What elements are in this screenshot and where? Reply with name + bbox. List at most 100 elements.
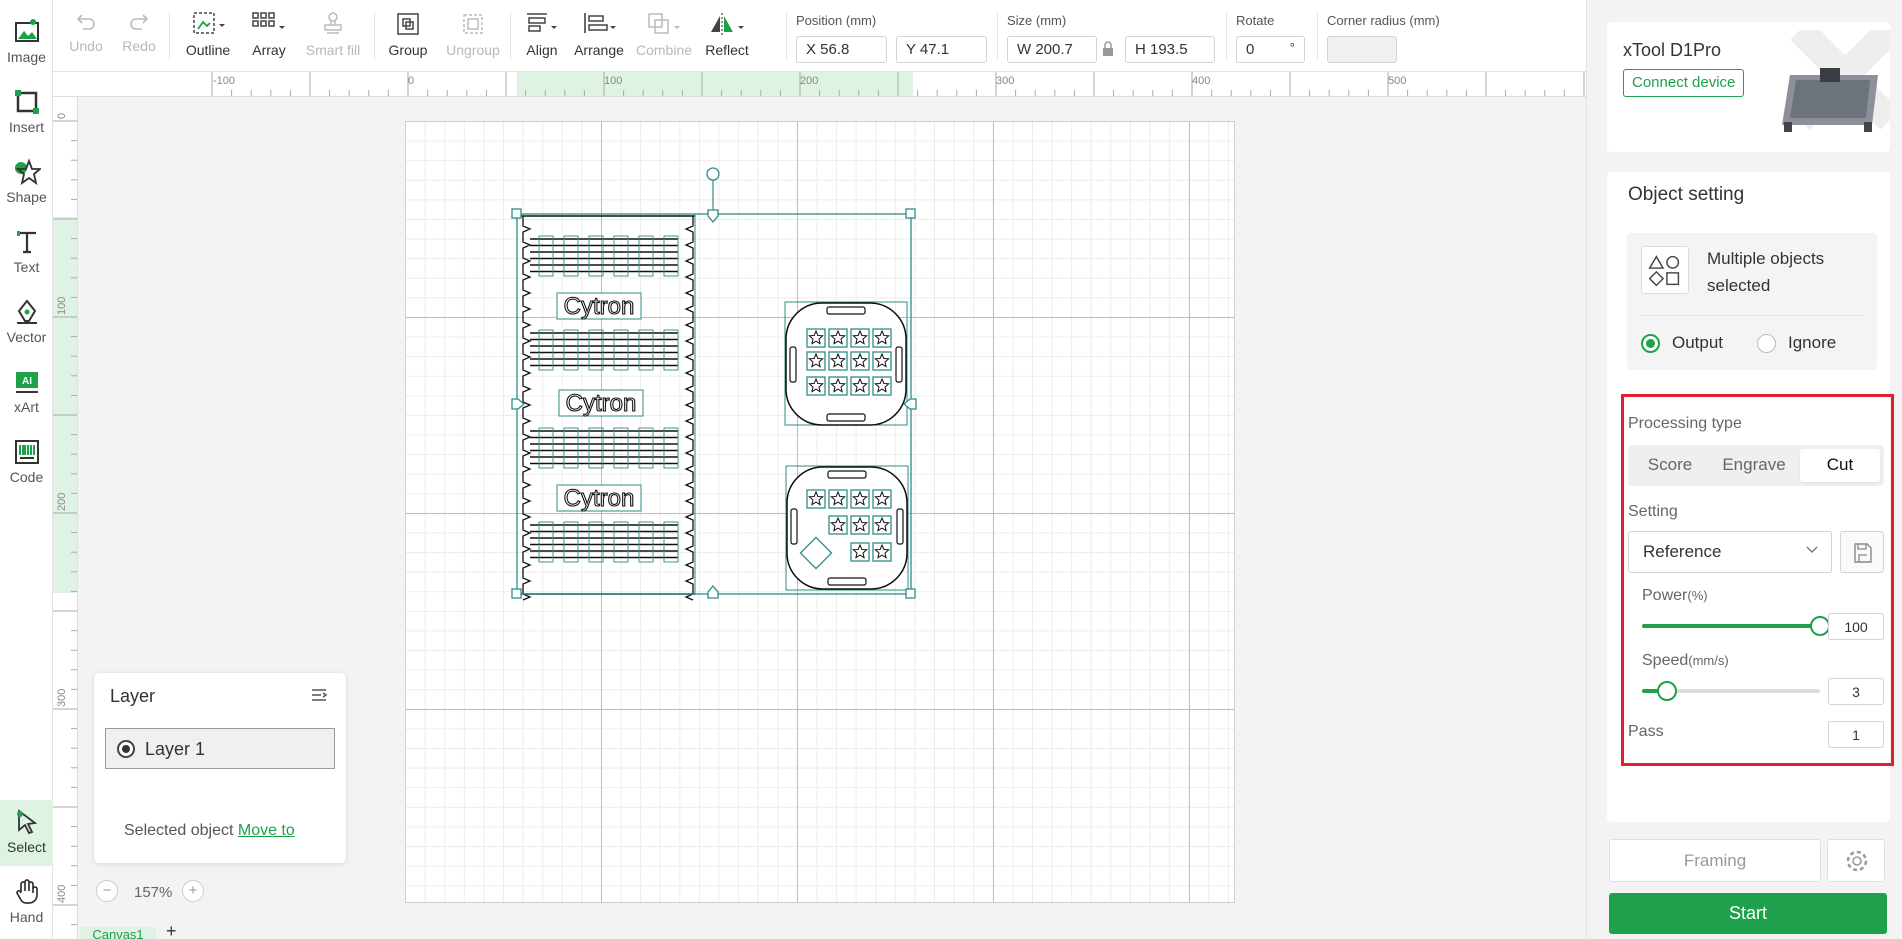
combine-label: Combine [635, 42, 693, 58]
move-to-link[interactable]: Move to [237, 822, 295, 839]
align-label: Align [526, 42, 558, 58]
hand-tool[interactable]: Hand [0, 870, 53, 936]
zoom-out-button[interactable]: − [96, 880, 118, 902]
speed-input[interactable]: 3 [1828, 678, 1884, 705]
toolbar-divider [1317, 12, 1318, 60]
stripe-frame [663, 329, 679, 371]
zoom-in-button[interactable]: + [182, 880, 204, 902]
settings-button[interactable] [1827, 839, 1885, 882]
resize-handle[interactable] [511, 208, 522, 219]
ungroup-button[interactable]: Ungroup [444, 10, 502, 58]
xart-tool[interactable]: AI xArt [0, 360, 53, 426]
setting-dropdown[interactable]: Reference [1628, 531, 1832, 573]
smart-fill-button[interactable]: Smart fill [301, 10, 365, 58]
lock-icon[interactable] [1102, 41, 1114, 57]
resize-handle[interactable] [905, 588, 916, 599]
vector-tool[interactable]: Vector [0, 290, 53, 356]
star [830, 377, 846, 393]
star-badge-1[interactable] [784, 301, 908, 426]
text-tool[interactable]: Text [0, 220, 53, 286]
select-tool[interactable]: Select [0, 800, 53, 866]
group-button[interactable]: Group [385, 10, 431, 58]
power-label: Power(%) [1642, 587, 1708, 605]
rotate-value: 0 [1246, 41, 1255, 58]
rotate-input[interactable]: 0 ° [1236, 36, 1305, 63]
framing-button[interactable]: Framing [1609, 839, 1821, 882]
align-button[interactable]: Align [519, 10, 565, 58]
star-frame [872, 351, 892, 371]
corner-radius-input[interactable] [1327, 36, 1397, 63]
resize-handle[interactable] [511, 588, 522, 599]
cut-option[interactable]: Cut [1800, 449, 1880, 482]
array-button[interactable]: Array [243, 10, 295, 58]
combine-button[interactable]: Combine [633, 10, 695, 58]
star [808, 352, 824, 368]
power-input[interactable]: 100 [1828, 613, 1884, 640]
group-icon [397, 13, 419, 35]
ruler-label: 0 [408, 75, 414, 87]
degree-unit: ° [1289, 40, 1295, 55]
pass-input[interactable]: 1 [1828, 721, 1884, 748]
stripe-frame [663, 427, 679, 469]
selection-box[interactable] [511, 167, 917, 599]
resize-handle[interactable] [707, 584, 719, 599]
power-slider[interactable] [1642, 616, 1830, 636]
arrange-button[interactable]: Arrange [571, 10, 627, 58]
image-icon [14, 19, 39, 42]
output-radio[interactable]: Output [1641, 333, 1723, 353]
reflect-button[interactable]: Reflect [699, 10, 755, 58]
score-option[interactable]: Score [1647, 455, 1693, 474]
resize-handle[interactable] [905, 208, 916, 219]
position-x-input[interactable]: X 56.8 [796, 36, 887, 63]
rotate-handle[interactable] [706, 167, 720, 181]
toolbar-divider [997, 12, 998, 60]
layer-radio[interactable] [117, 740, 135, 758]
star-frame [828, 351, 848, 371]
position-y-input[interactable]: Y 47.1 [896, 36, 987, 63]
start-button[interactable]: Start [1609, 893, 1887, 934]
canvas-area[interactable]: Cytron Cytron Cytron [78, 97, 1586, 925]
speed-slider[interactable] [1642, 681, 1820, 701]
star [852, 516, 868, 532]
cytron-panel[interactable]: Cytron Cytron Cytron [521, 215, 695, 601]
redo-icon [130, 14, 149, 30]
stripe-frame [563, 427, 579, 469]
image-tool[interactable]: Image [0, 10, 53, 76]
resize-handle[interactable] [707, 209, 719, 224]
design-objects[interactable]: Cytron Cytron Cytron [78, 97, 1586, 925]
smart-fill-label: Smart fill [305, 42, 361, 58]
arrange-icon [584, 13, 616, 33]
add-canvas-button[interactable]: + [166, 921, 177, 939]
selection-divider [1639, 315, 1865, 316]
stripe-frame [638, 329, 654, 371]
redo-button[interactable]: Redo [114, 10, 164, 54]
multiple-shapes-icon [1641, 246, 1689, 294]
power-slider-knob[interactable] [1810, 616, 1830, 636]
outline-button[interactable]: Outline [178, 10, 238, 58]
code-tool[interactable]: Code [0, 430, 53, 496]
save-setting-button[interactable] [1840, 531, 1884, 573]
ignore-radio[interactable]: Ignore [1757, 333, 1836, 353]
shape-tool[interactable]: Shape [0, 150, 53, 216]
star-badge-2[interactable] [785, 465, 909, 591]
star [874, 352, 890, 368]
layer-menu-icon[interactable] [310, 687, 328, 703]
resize-handle[interactable] [511, 398, 526, 410]
selected-object-text: Selected object Move to [124, 822, 295, 840]
connect-device-button[interactable]: Connect device [1623, 69, 1745, 97]
svg-text:Cytron: Cytron [564, 485, 635, 512]
canvas-tab[interactable]: Canvas1 [80, 927, 156, 939]
ruler-label: 100 [56, 297, 68, 315]
insert-tool[interactable]: Insert [0, 80, 53, 146]
size-height-input[interactable]: H 193.5 [1125, 36, 1215, 63]
speed-slider-knob[interactable] [1656, 681, 1677, 701]
resize-handle[interactable] [902, 398, 917, 410]
undo-button[interactable]: Undo [61, 10, 111, 54]
size-width-input[interactable]: W 200.7 [1007, 36, 1097, 63]
stripe-frame [538, 235, 554, 277]
layer-row[interactable]: Layer 1 [105, 728, 335, 769]
stripe-frame [563, 235, 579, 277]
engrave-option[interactable]: Engrave [1722, 455, 1786, 474]
ruler-label: 0 [56, 113, 68, 119]
